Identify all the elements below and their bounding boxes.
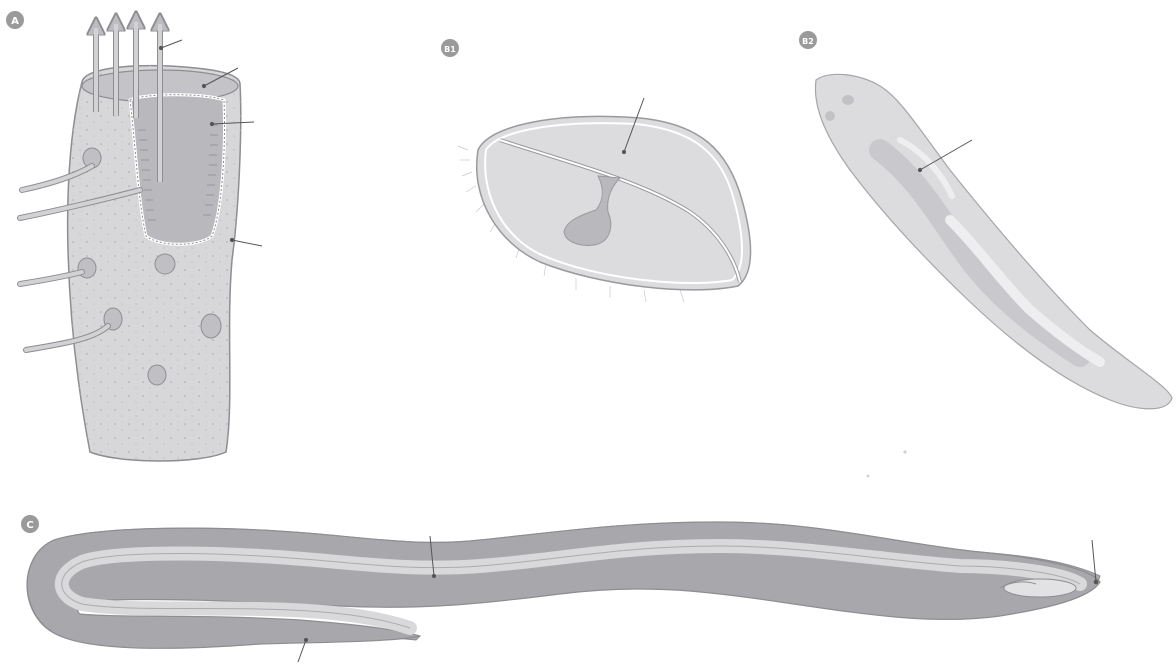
b2-body: [815, 74, 1172, 408]
panel-c-badge: C: [21, 515, 39, 533]
panel-a-badge: A: [6, 11, 24, 29]
panel-a-sponge: A: [6, 11, 262, 461]
panel-b2-flatworm: B2: [799, 31, 1172, 477]
b1-body: [477, 116, 751, 289]
panel-b1-badge-text: B1: [444, 45, 456, 54]
panel-b2-badge-text: B2: [802, 37, 814, 46]
panel-b1-ctenophore: B1: [441, 39, 751, 302]
b2-specks: [867, 450, 907, 477]
panel-c-badge-text: C: [26, 520, 33, 531]
c-pharynx: [1004, 579, 1076, 597]
panel-c-roundworm: C: [21, 515, 1100, 662]
panel-b2-badge: B2: [799, 31, 817, 49]
panel-a-badge-text: A: [11, 16, 19, 27]
panel-b1-badge: B1: [441, 39, 459, 57]
sponge-spongocoel: [130, 95, 225, 245]
